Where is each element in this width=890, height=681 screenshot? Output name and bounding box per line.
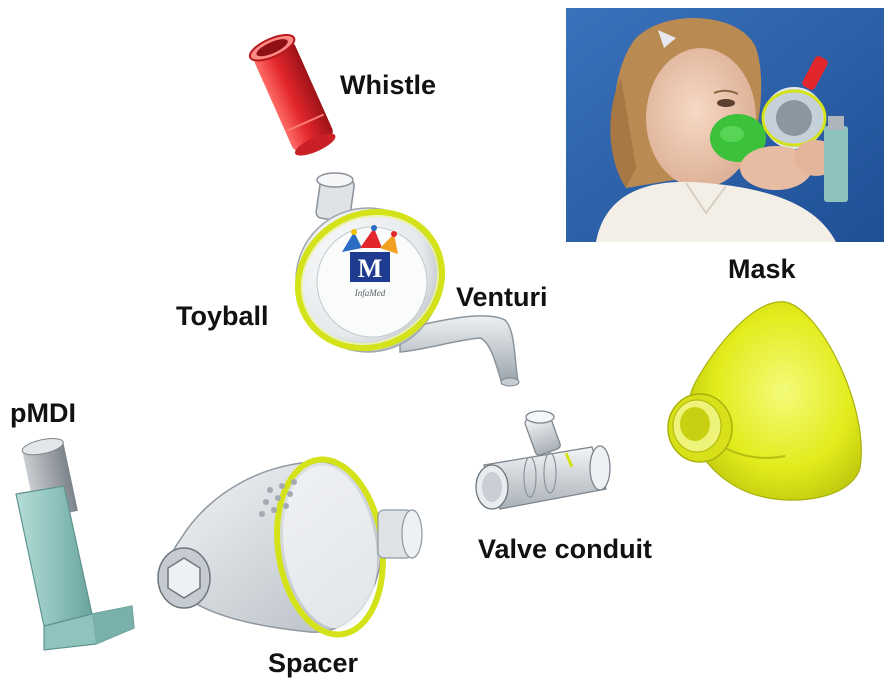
child-using-inhaler-photo-icon (566, 8, 884, 242)
child-inhaler-photo (566, 8, 884, 242)
whistle-icon (246, 28, 346, 160)
logo-brand: InfaMed (354, 288, 386, 298)
mask-icon (655, 298, 885, 510)
spacer-label: Spacer (268, 650, 358, 677)
spacer-icon (150, 450, 440, 645)
logo-letter: M (358, 254, 383, 283)
venturi-label: Venturi (456, 284, 548, 311)
toyball-label: Toyball (176, 303, 269, 330)
pmdi-icon (4, 436, 144, 656)
mask-label: Mask (728, 256, 796, 283)
whistle-label: Whistle (340, 72, 436, 99)
valve-conduit-icon (470, 405, 618, 525)
pmdi-label: pMDI (10, 400, 76, 427)
valve-conduit-label: Valve conduit (478, 536, 652, 563)
